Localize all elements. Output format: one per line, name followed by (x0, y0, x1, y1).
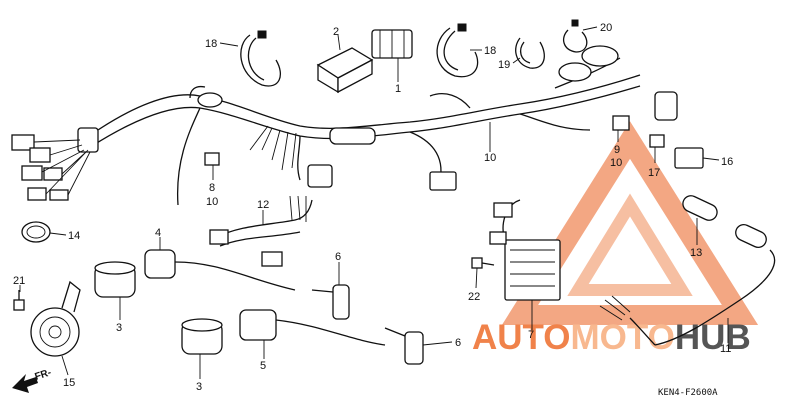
callout-11: 11 (720, 343, 731, 355)
callout-20: 20 (600, 22, 612, 34)
front-arrow-icon (12, 374, 38, 393)
bolt-part-22 (471, 257, 495, 269)
callout-14: 14 (68, 230, 80, 242)
callout-16: 16 (721, 156, 733, 168)
callout-12: 12 (257, 199, 269, 211)
front-direction-marker: FR- (12, 367, 53, 393)
callout-17: 17 (648, 167, 660, 179)
drawing-code: KEN4-F2600A (658, 388, 718, 398)
callout-7: 7 (528, 329, 534, 341)
callout-3-upper: 3 (116, 322, 122, 334)
clip-part-20 (562, 19, 588, 53)
sub-wire-part-11 (599, 223, 776, 346)
fuse-part-17 (649, 134, 665, 148)
callout-5: 5 (260, 360, 266, 372)
callout-10-center: 10 (484, 152, 496, 164)
regulator-part-7 (489, 199, 561, 301)
watermark-triangle (501, 121, 759, 325)
callout-21: 21 (13, 275, 25, 287)
callout-18-right: 18 (484, 45, 496, 57)
callout-6-lower: 6 (455, 337, 461, 349)
plug-cap-part-6-upper (311, 284, 350, 320)
plug-cap-part-6-lower (384, 327, 424, 365)
callout-1: 1 (395, 83, 401, 95)
watermark-logo: AUTOMOTOHUB (472, 121, 759, 357)
sub-harness-part-12 (209, 195, 313, 267)
callout-2: 2 (333, 26, 339, 38)
clamp-part-14 (21, 221, 51, 243)
callout-10-left: 10 (206, 196, 218, 208)
callout-3-lower: 3 (196, 381, 202, 393)
band-part-18-left (240, 30, 281, 87)
callout-8: 8 (209, 182, 215, 194)
callout-4: 4 (155, 227, 161, 239)
watermark-text-auto: AUTO (472, 318, 571, 357)
ignition-coil-part-5 (239, 309, 386, 346)
front-direction-text: FR- (34, 367, 53, 383)
callout-9: 9 (614, 144, 620, 156)
callout-13: 13 (690, 247, 702, 259)
watermark-triangle-inner (567, 193, 693, 296)
callout-18-left: 18 (205, 38, 217, 50)
cdi-unit-part-2 (316, 47, 374, 94)
coil-part-3-lower (181, 318, 223, 355)
connector-part-1 (371, 29, 413, 59)
callout-15: 15 (63, 377, 75, 389)
relay-part-9 (612, 115, 630, 131)
relay-part-8 (204, 152, 220, 166)
callout-labels: 2 1 18 18 19 20 10 8 10 9 10 17 16 12 4 … (13, 22, 733, 393)
callout-6-upper: 6 (335, 251, 341, 263)
horn-part-15 (30, 280, 81, 357)
watermark-text-moto: MOTO (571, 318, 675, 357)
left-connector-cluster (11, 134, 91, 201)
callout-19: 19 (498, 59, 510, 71)
leader-lines (19, 26, 729, 379)
bolt-part-21 (13, 290, 25, 311)
watermark-text-hub: HUB (675, 318, 751, 357)
callout-22: 22 (468, 291, 480, 303)
callout-10-right: 10 (610, 157, 622, 169)
switch-part-13 (682, 195, 718, 221)
main-wire-harness (77, 45, 678, 206)
svg-text:AUTOMOTOHUB: AUTOMOTOHUB (472, 318, 751, 357)
band-part-18-right (436, 23, 479, 78)
clip-part-19 (515, 37, 545, 69)
coil-part-3-upper (94, 261, 136, 298)
fuse-box-part-16 (674, 147, 704, 169)
